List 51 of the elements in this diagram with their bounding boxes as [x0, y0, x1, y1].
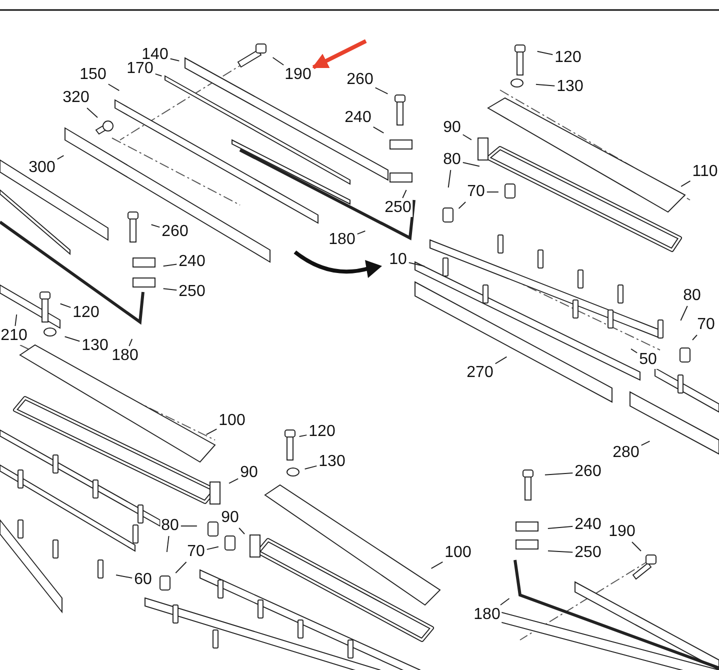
callout-number: 180	[472, 606, 502, 624]
leader-line	[448, 170, 452, 188]
leader-line	[692, 334, 698, 340]
leader-line	[56, 155, 64, 160]
leader-line	[166, 536, 170, 552]
leader-line	[298, 434, 308, 438]
leader-line	[630, 348, 638, 354]
leader-line	[108, 84, 120, 92]
leader-line	[162, 288, 178, 291]
leader-line	[374, 87, 388, 94]
leader-line	[500, 598, 510, 606]
leader-line	[402, 190, 407, 198]
leader-line	[462, 162, 480, 167]
leader-line	[206, 428, 218, 436]
callout-number: 210	[0, 327, 28, 345]
leader-line	[60, 303, 72, 308]
leader-line	[547, 550, 574, 553]
leader-line	[150, 224, 160, 228]
leader-line	[86, 108, 98, 118]
leader-line	[175, 562, 187, 574]
leader-line	[206, 546, 219, 550]
leader-line	[162, 264, 178, 267]
leader-line	[408, 262, 425, 267]
leader-line	[356, 230, 366, 235]
leader-line	[170, 58, 180, 62]
leader-line	[680, 306, 688, 321]
arrow	[312, 39, 367, 70]
leader-line	[547, 526, 574, 529]
leader-line	[458, 202, 466, 209]
callout-number: 250	[384, 199, 412, 217]
leader-line	[116, 574, 133, 578]
leader-line	[228, 478, 239, 484]
leader-line	[238, 528, 246, 534]
leader-line	[680, 180, 691, 187]
leader-line	[128, 338, 133, 346]
leader-line	[632, 542, 642, 552]
leader-line	[462, 134, 472, 140]
callout-number: 300	[28, 159, 56, 177]
leader-line	[536, 50, 554, 56]
leader-line	[544, 472, 574, 476]
leader-line	[64, 336, 80, 342]
leader-line	[494, 356, 508, 364]
leader-line	[640, 440, 650, 446]
leader-line	[14, 314, 18, 326]
leader-line	[304, 465, 318, 470]
leader-line	[372, 126, 384, 134]
leader-line	[535, 84, 556, 86]
leader-line	[430, 561, 444, 569]
leader-line	[272, 57, 284, 66]
callout-number: 50	[638, 351, 658, 369]
leader-line	[154, 73, 162, 76]
